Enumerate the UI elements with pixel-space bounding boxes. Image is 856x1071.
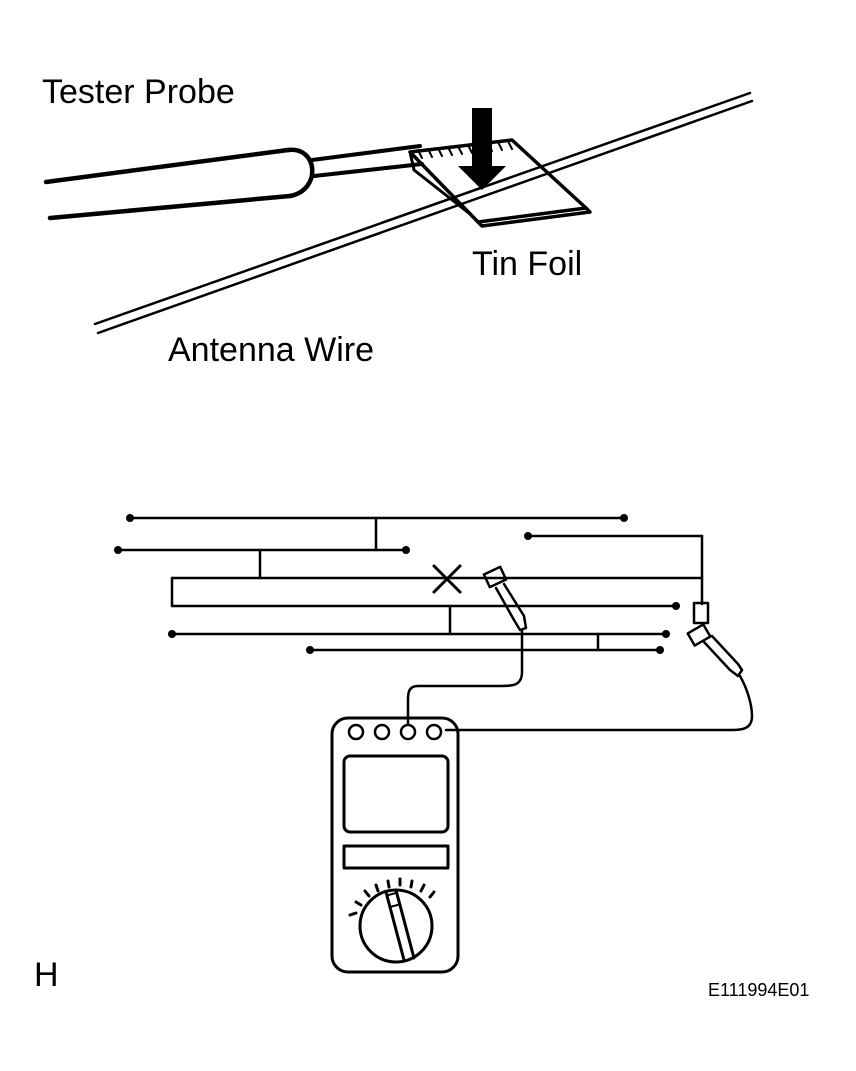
meter-jack-4	[425, 723, 443, 741]
antenna-wire-label: Antenna Wire	[168, 331, 374, 369]
corner-letter: H	[34, 956, 59, 994]
tin-foil-label: Tin Foil	[472, 245, 582, 283]
multimeter	[330, 716, 460, 974]
rotary-dial-icon	[358, 888, 434, 964]
meter-display	[342, 754, 450, 834]
right-probe	[444, 601, 754, 732]
terminal-dots	[114, 514, 680, 654]
antenna-lines	[116, 516, 704, 652]
left-probe	[406, 565, 528, 726]
break-point-x-icon	[432, 564, 462, 594]
antenna-wire	[93, 91, 754, 335]
meter-jack-2	[373, 723, 391, 741]
tester-probe-label: Tester Probe	[42, 73, 235, 111]
figure-code: E111994E01	[708, 980, 809, 1000]
antenna-grid-schematic	[114, 514, 754, 974]
meter-jack-3	[399, 723, 417, 741]
meter-jack-1	[347, 723, 365, 741]
tester-probe	[43, 144, 424, 221]
press-down-arrow-icon	[458, 108, 506, 190]
dial-tick-marks	[348, 877, 436, 917]
meter-indicator-bar	[342, 844, 450, 870]
probe-foil-illustration: Tester Probe Tin Foil Antenna Wire	[42, 73, 754, 369]
